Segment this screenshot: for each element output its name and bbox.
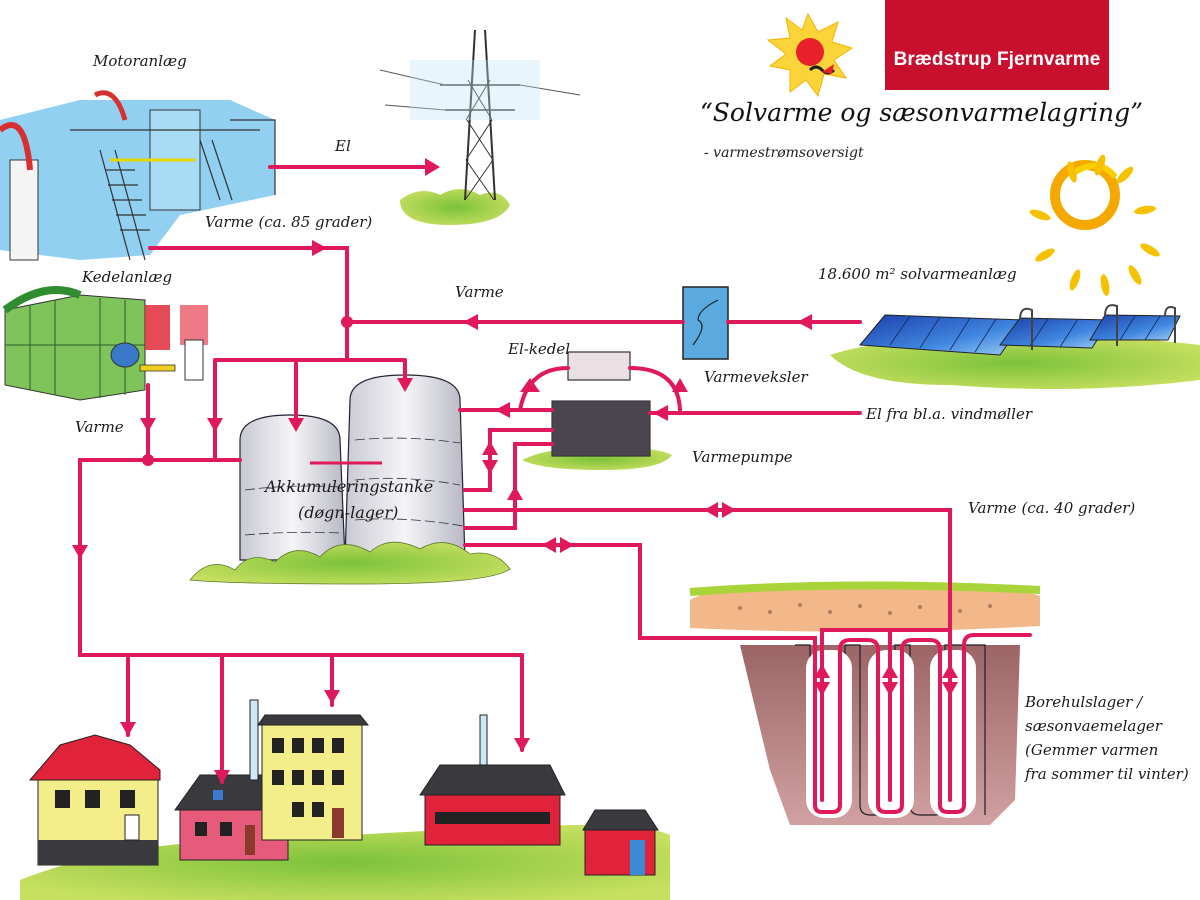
label-borehole-storage: Borehulslager / sæsonvaemelager (Gemmer … bbox=[1025, 690, 1189, 786]
house-cottage-icon bbox=[174, 774, 291, 861]
borehole-line-4: fra sommer til vinter) bbox=[1025, 765, 1189, 783]
arrow-up-icon bbox=[507, 486, 523, 500]
arrow-down-icon bbox=[72, 545, 88, 559]
flow-label-heat-40: Varme (ca. 40 grader) bbox=[968, 499, 1136, 517]
arrow-down-icon bbox=[207, 418, 223, 432]
boiler-plant-icon bbox=[2, 286, 208, 401]
heat-exchanger-icon bbox=[682, 286, 729, 360]
pipe-el-boiler-loop bbox=[518, 366, 570, 412]
house-barn-icon bbox=[419, 714, 659, 876]
arrow-down-icon bbox=[514, 738, 530, 752]
label-solar-field: 18.600 m² solvarmeanlæg bbox=[818, 265, 1017, 283]
arrow-right-icon bbox=[312, 240, 327, 256]
engine-plant-icon bbox=[0, 90, 276, 261]
label-boiler-plant: Kedelanlæg bbox=[82, 268, 173, 286]
brand-name: Brædstrup Fjernvarme bbox=[893, 49, 1101, 70]
heat-pump-icon bbox=[522, 400, 672, 470]
solar-panels-icon bbox=[830, 304, 1200, 389]
borehole-line-3: (Gemmer varmen bbox=[1025, 741, 1159, 759]
arrow-left-icon bbox=[797, 314, 812, 330]
arrow-left-icon bbox=[495, 402, 510, 418]
arrow-up-icon bbox=[672, 378, 688, 392]
flow-label-heat-boiler: Varme bbox=[75, 418, 124, 436]
arrow-bidirectional-icon bbox=[704, 502, 718, 518]
arrow-bidirectional-icon bbox=[882, 664, 898, 678]
sun-icon bbox=[1029, 154, 1160, 296]
flow-label-heat-solar: Varme bbox=[455, 283, 504, 301]
label-electric-boiler: El-kedel bbox=[508, 340, 571, 358]
arrow-down-icon bbox=[520, 378, 540, 392]
label-motor-plant: Motoranlæg bbox=[93, 52, 187, 70]
storage-tanks-icon bbox=[189, 374, 511, 585]
arrow-bidirectional-icon bbox=[814, 664, 830, 678]
house-villa-icon bbox=[28, 734, 161, 866]
pipe-junctions bbox=[142, 316, 353, 466]
arrow-down-icon bbox=[140, 418, 156, 432]
arrow-down-icon bbox=[324, 690, 340, 704]
flow-label-heat-85: Varme (ca. 85 grader) bbox=[205, 213, 373, 231]
flow-label-el-wind: El fra bl.a. vindmøller bbox=[866, 405, 1033, 423]
arrow-down-icon bbox=[120, 722, 136, 736]
flow-label-el: El bbox=[335, 137, 351, 155]
arrow-left-icon bbox=[653, 405, 668, 421]
arrow-bidirectional-icon bbox=[942, 664, 958, 678]
label-tanks-line1: Akkumuleringstanke bbox=[265, 477, 434, 496]
arrow-right-icon bbox=[425, 158, 440, 176]
logo-sun-icon bbox=[766, 12, 854, 98]
houses-icon bbox=[20, 699, 670, 900]
pipe-borehole-loops bbox=[798, 633, 1032, 814]
borehole-line-2: sæsonvaemelager bbox=[1025, 717, 1162, 735]
label-tanks-line2: (døgn-lager) bbox=[298, 503, 399, 522]
electric-boiler-icon bbox=[567, 351, 631, 381]
arrow-left-icon bbox=[463, 314, 478, 330]
page-title: “Solvarme og sæsonvarmelagring” bbox=[700, 98, 1143, 127]
arrow-bidirectional-icon bbox=[542, 537, 556, 553]
page-subtitle: - varmestrømsoversigt bbox=[704, 145, 864, 161]
flow-arrows bbox=[72, 158, 958, 784]
label-heat-exchanger: Varmeveksler bbox=[704, 368, 808, 386]
arrow-down-icon bbox=[214, 770, 230, 784]
arrow-bidirectional-icon bbox=[482, 441, 498, 455]
label-heat-pump: Varmepumpe bbox=[692, 448, 793, 466]
pipe-heat-85 bbox=[148, 246, 349, 362]
power-pylon-icon bbox=[379, 29, 581, 225]
borehole-line-1: Borehulslager / bbox=[1025, 693, 1143, 711]
brand-banner: Brædstrup Fjernvarme bbox=[885, 0, 1109, 90]
arrow-down-icon bbox=[288, 418, 304, 432]
house-apartment-icon bbox=[249, 699, 370, 841]
arrow-down-icon bbox=[397, 378, 413, 392]
